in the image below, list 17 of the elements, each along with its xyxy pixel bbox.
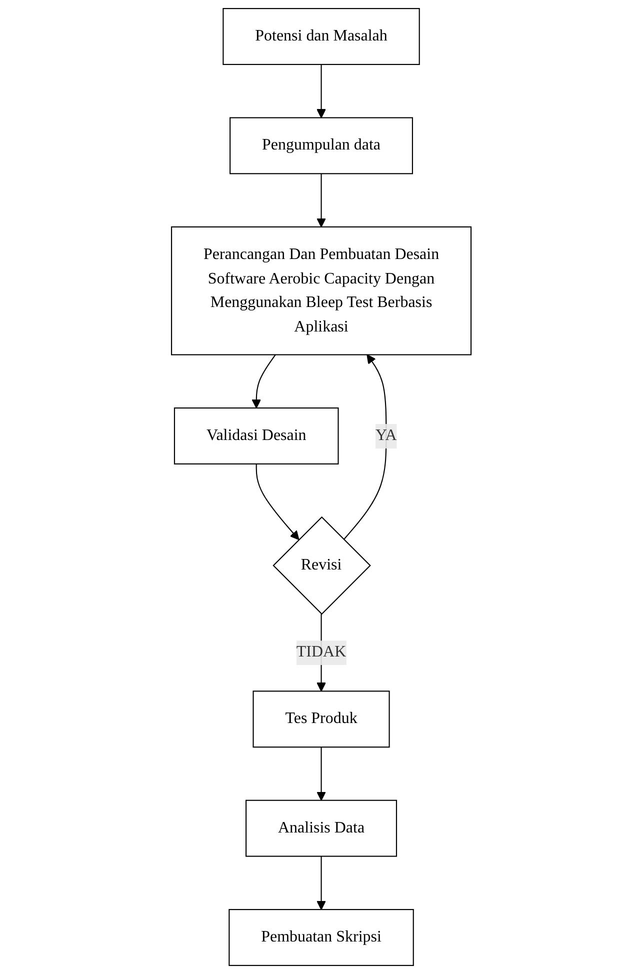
node-diamond: Revisi [272, 516, 371, 615]
node-box: Perancangan Dan Pembuatan Desain Software Aerobic Capacity Dengan Menggunakan Bleep Test Berbasis Aplikasi [170, 226, 472, 356]
node-box: Validasi Desain [174, 407, 338, 464]
edge-label: YA [375, 427, 397, 444]
arrow [256, 464, 299, 540]
arrow [316, 64, 326, 118]
node-box: Analisis Data [245, 800, 397, 857]
arrow [343, 354, 386, 540]
node-box: Pengumpulan data [229, 117, 413, 174]
arrow [316, 174, 326, 228]
arrow [316, 856, 326, 910]
edge-label: TIDAK [296, 644, 346, 661]
arrow [251, 354, 276, 408]
node-box: Potensi dan Masalah [222, 8, 420, 65]
arrow [316, 747, 326, 801]
node-box: Pembuatan Skripsi [228, 909, 414, 966]
node-box: Tes Produk [252, 690, 390, 748]
